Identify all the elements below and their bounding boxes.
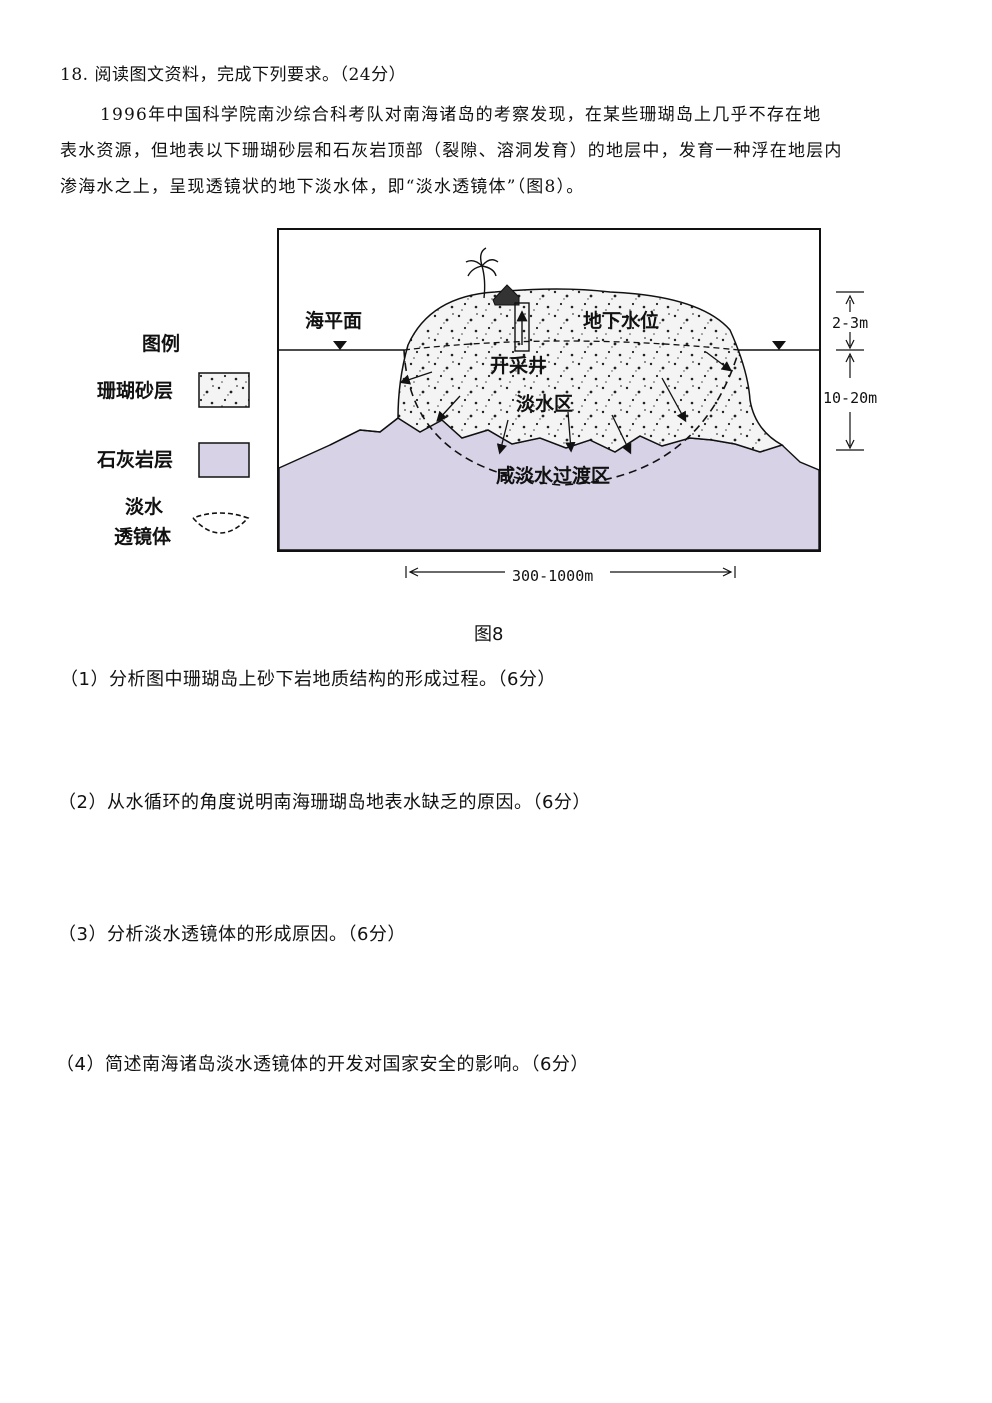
height-above-label: 2-3m [832, 314, 868, 332]
legend-lens-swatch [192, 512, 250, 534]
legend-limestone-label: 石灰岩层 [96, 448, 173, 471]
figure-caption: 图8 [474, 624, 504, 645]
measurement-scale-bottom [405, 566, 736, 578]
flow-arrow-4 [565, 411, 576, 453]
intro-line-3: 渗海水之上，呈现透镜状的地下淡水体，即“淡水透镜体”（图8）。 [60, 177, 585, 197]
legend: 图例 珊瑚砂层 石灰岩层 淡水 透镜体 [96, 332, 250, 548]
legend-limestone-swatch [198, 442, 250, 478]
depth-below-label: 10-20m [823, 389, 877, 407]
legend-lens-label-2: 透镜体 [114, 525, 172, 548]
legend-lens-label-1: 淡水 [125, 496, 164, 518]
measurement-scale-right [836, 291, 864, 451]
water-table-label: 地下水位 [583, 309, 659, 332]
subquestion-4: （4）简述南海诸岛淡水透镜体的开发对国家安全的影响。（6分） [56, 1054, 589, 1075]
legend-coral-sand-swatch [198, 372, 250, 408]
legend-title: 图例 [142, 332, 180, 355]
figure-8-diagram: 图例 珊瑚砂层 石灰岩层 淡水 透镜体 海 [96, 228, 877, 585]
hut-icon [492, 284, 520, 306]
transition-zone-label: 咸淡水过渡区 [496, 464, 610, 487]
freshwater-lens-boundary [403, 349, 740, 486]
subquestion-2: （2）从水循环的角度说明南海珊瑚岛地表水缺乏的原因。（6分） [58, 792, 591, 813]
subquestion-1: （1）分析图中珊瑚岛上砂下岩地质结构的形成过程。（6分） [60, 669, 556, 690]
sea-level-label: 海平面 [305, 309, 362, 332]
width-label: 300-1000m [512, 567, 593, 585]
flow-arrow-3 [496, 419, 509, 455]
sea-level-marker-right [772, 341, 786, 350]
flow-arrow-1 [399, 371, 433, 385]
intro-line-2: 表水资源，但地表以下珊瑚砂层和石灰岩顶部（裂隙、溶洞发育）的地层中，发育一种浮在… [60, 141, 843, 161]
flow-arrow-5 [611, 414, 632, 455]
subquestion-3: （3）分析淡水透镜体的形成原因。（6分） [58, 924, 406, 945]
extraction-well-icon [514, 302, 530, 352]
question-header: 18. 阅读图文资料，完成下列要求。（24分） [60, 65, 407, 85]
water-table-line [403, 340, 740, 351]
fresh-zone-label: 淡水区 [516, 393, 573, 415]
flow-arrows [399, 351, 733, 455]
flow-arrow-6 [661, 377, 687, 423]
sea-level-marker-left [333, 341, 347, 350]
palm-tree-icon [465, 247, 499, 299]
legend-coral-sand-label: 珊瑚砂层 [97, 380, 173, 402]
intro-line-1: 1996年中国科学院南沙综合科考队对南海诸岛的考察发现，在某些珊瑚岛上几乎不存在… [100, 105, 822, 125]
well-label: 开采井 [490, 355, 547, 377]
flow-arrow-2 [436, 395, 461, 422]
flow-arrow-7 [705, 351, 733, 372]
